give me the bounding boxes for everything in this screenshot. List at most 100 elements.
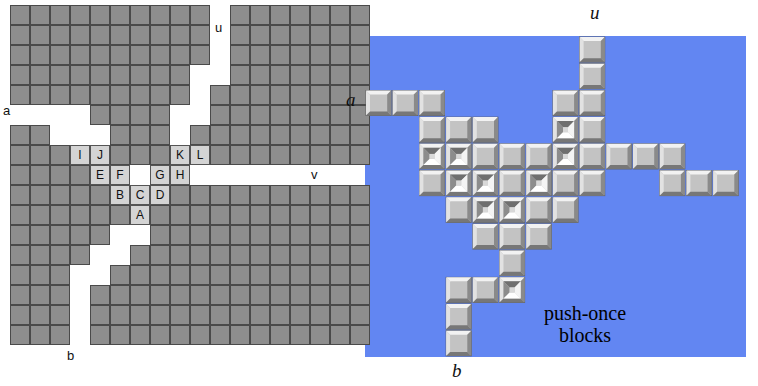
push-once-top (563, 127, 568, 132)
wall-cell (111, 146, 130, 165)
wall-cell (171, 266, 190, 285)
wall-cell (231, 226, 250, 245)
block-bevel (521, 144, 525, 169)
block-bevel (473, 192, 498, 196)
wall-cell (11, 146, 30, 165)
wall-cell (331, 326, 350, 345)
wall-cell (311, 106, 330, 125)
block (553, 90, 578, 115)
block-bevel (500, 224, 504, 249)
block-bevel (601, 90, 605, 115)
wall-cell (271, 126, 290, 145)
wall-cell (331, 66, 350, 85)
wall-cell (231, 326, 250, 345)
block-bevel (553, 144, 578, 148)
endpoint-label: b (452, 361, 462, 382)
lettered-cell: C (130, 185, 150, 205)
push-once-top (536, 181, 541, 186)
block-bevel (419, 112, 444, 116)
wall-cell (331, 126, 350, 145)
block (446, 144, 471, 169)
push-once-bevel (450, 159, 467, 165)
block-bevel (500, 171, 504, 196)
block-bevel (580, 37, 584, 62)
block-bevel (660, 171, 664, 196)
wall-cell (11, 206, 30, 225)
wall-cell (211, 246, 230, 265)
wall-cell (351, 326, 370, 345)
wall-cell (131, 6, 150, 25)
wall-cell (31, 246, 50, 265)
block-bevel (446, 138, 471, 142)
wall-cell (171, 6, 190, 25)
wall-cell (331, 46, 350, 65)
block (366, 90, 391, 115)
wall-cell (271, 26, 290, 45)
block-bevel (473, 171, 498, 175)
wall-cell (71, 166, 90, 185)
block-bevel (473, 138, 498, 142)
block-bevel (500, 251, 525, 255)
wall-cell (171, 46, 190, 65)
block-bevel (547, 171, 551, 196)
block (473, 117, 498, 142)
wall-cell (251, 206, 270, 225)
wall-cell (151, 106, 170, 125)
block-bevel (580, 90, 584, 115)
wall-cell (111, 46, 130, 65)
block (446, 117, 471, 142)
block (473, 171, 498, 196)
wall-cell (251, 246, 270, 265)
cell-letter: H (176, 169, 185, 181)
push-once-bevel (477, 212, 494, 218)
wall-cell (31, 286, 50, 305)
wall-cell (271, 6, 290, 25)
wall-cell (351, 186, 370, 205)
wall-cell (11, 306, 30, 325)
wall-cell (191, 246, 210, 265)
wall-cell (351, 6, 370, 25)
wall-cell (331, 146, 350, 165)
block-bevel (500, 192, 525, 196)
block-bevel (419, 165, 444, 169)
block-bevel (500, 171, 525, 175)
wall-cell (331, 306, 350, 325)
wall-cell (71, 26, 90, 45)
wall-cell (351, 286, 370, 305)
wall-cell (151, 46, 170, 65)
wall-cell (11, 186, 30, 205)
wall-cell (51, 206, 70, 225)
wall-cell (71, 246, 90, 265)
wall-cell (271, 266, 290, 285)
wall-cell (151, 266, 170, 285)
block-bevel (547, 144, 551, 169)
block-bevel (601, 144, 605, 169)
wall-cell (311, 186, 330, 205)
block-bevel (446, 299, 471, 303)
wall-cell (31, 126, 50, 145)
block-bevel (606, 144, 610, 169)
wall-cell (51, 6, 70, 25)
block-bevel (446, 165, 471, 169)
wall-cell (251, 186, 270, 205)
block-bevel (500, 277, 525, 281)
cell-letter: L (197, 149, 204, 161)
wall-cell (191, 6, 210, 25)
block-bevel (606, 144, 631, 148)
wall-cell (31, 226, 50, 245)
block (473, 144, 498, 169)
wall-cell (111, 66, 130, 85)
block-bevel (446, 218, 471, 222)
block-bevel (713, 192, 738, 196)
wall-cell (331, 266, 350, 285)
wall-cell (351, 206, 370, 225)
wall-cell (231, 286, 250, 305)
wall-cell (191, 126, 210, 145)
wall-cell (51, 226, 70, 245)
wall-cell (31, 26, 50, 45)
block (419, 171, 444, 196)
wall-cell (271, 206, 290, 225)
wall-cell (271, 106, 290, 125)
wall-cell (51, 86, 70, 105)
block-bevel (574, 117, 578, 142)
